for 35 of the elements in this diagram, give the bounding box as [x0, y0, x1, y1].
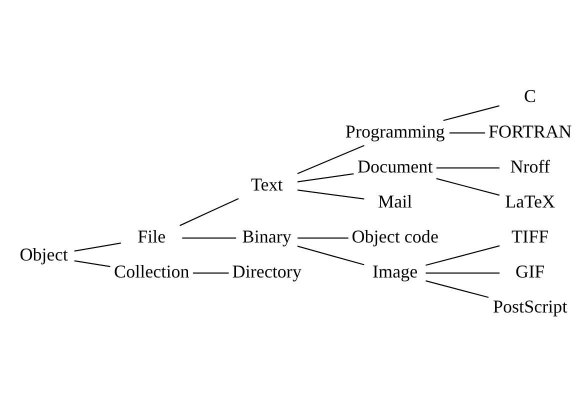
connector — [192, 272, 229, 274]
connector — [297, 173, 354, 182]
connector — [436, 167, 500, 169]
connector — [436, 178, 500, 196]
node-text: Collection — [114, 261, 190, 282]
connector — [298, 237, 348, 239]
node-text: TIFF — [512, 226, 549, 246]
node-text: Nroff — [510, 156, 550, 176]
connector — [180, 198, 239, 226]
connector — [74, 260, 110, 268]
connector — [449, 132, 486, 134]
node-text: File — [138, 226, 166, 246]
node-text: Mail — [378, 191, 412, 212]
connector — [426, 280, 489, 298]
connector — [443, 105, 500, 122]
node-text: LaTeX — [505, 191, 556, 212]
node-text: FORTRAN — [488, 121, 572, 142]
connector — [297, 145, 364, 174]
node-text: Object code — [352, 226, 438, 246]
connector — [426, 245, 500, 266]
connector — [297, 189, 364, 200]
node-text: PostScript — [492, 296, 568, 316]
connector — [182, 237, 236, 239]
node-text: Image — [372, 261, 418, 282]
node-text: Binary — [242, 226, 292, 246]
node-text: C — [524, 86, 536, 106]
connector — [426, 272, 500, 274]
node-text: Programming — [345, 121, 445, 142]
node-text: Document — [357, 156, 433, 176]
node-text: GIF — [516, 261, 545, 282]
node-text: Text — [250, 174, 283, 194]
node-text: Directory — [232, 261, 302, 282]
connector — [74, 242, 121, 252]
node-text: Object — [20, 244, 68, 264]
connector — [297, 246, 364, 266]
